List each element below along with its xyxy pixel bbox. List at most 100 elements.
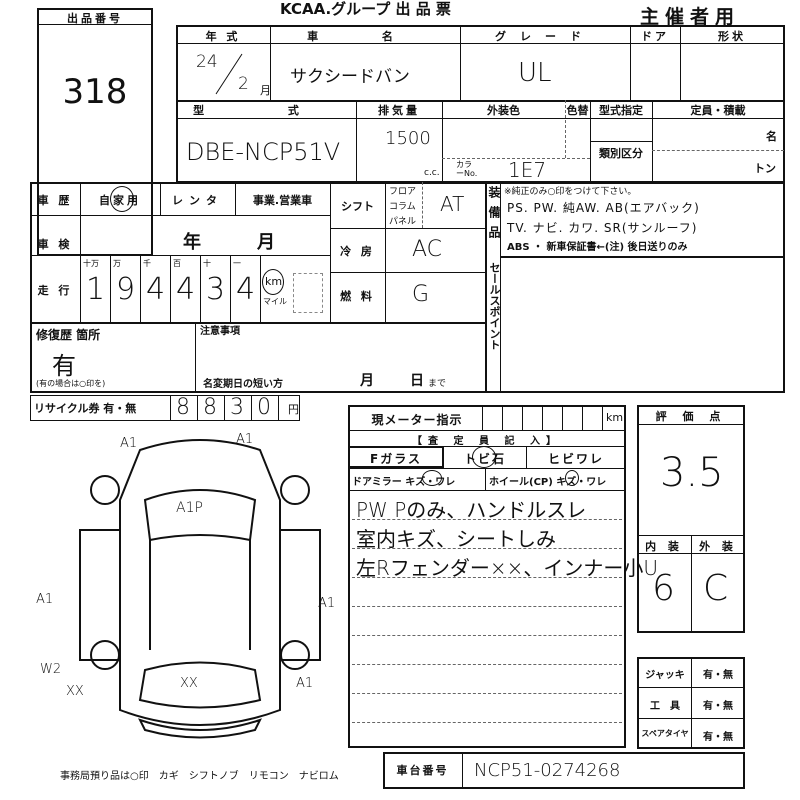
shape-label: 形状 [718,30,746,43]
crack-label: ヒビワレ [547,452,604,466]
jack-label: ジャッキ [645,670,685,681]
jack-value[interactable]: 有・無 [703,670,733,681]
remark-line-1: PW Pのみ、ハンドルスレ [356,498,587,522]
mileage-digit-label: 十 [203,259,211,268]
slash-divider [215,53,243,95]
form-title: KCAA.グループ 出 品 票 [280,0,451,18]
mileage-digit: 4 [236,272,256,307]
footer-note: 事務局預り品は○印 カギ シフトノブ リモコン ナビロム [60,771,339,782]
mileage-digit: 1 [86,272,106,307]
recycle-unit: 円 [288,403,299,416]
damage-mark: A1 [236,432,254,447]
score-label: 評 価 点 [655,410,727,423]
model-label: 型 式 [193,104,339,117]
sale-point-label: セールスポイント [488,262,501,350]
organizer-label: 主催者用 [640,6,741,28]
inspection-year-unit: 年 [183,232,201,253]
fglass-cell [348,446,444,468]
capacity-label: 定員・積載 [690,104,746,117]
persons-unit: 名 [766,130,777,143]
meter-label: 現メーター指示 [371,413,463,427]
lot-number: 318 [62,72,128,112]
displacement-label: 排気量 [378,104,420,117]
shift-panel: パネル [389,217,417,227]
mileage-extra-box [293,273,323,313]
interior-score: 6 [652,568,675,609]
chip-circle [472,446,496,468]
exterior-score: C [703,568,729,609]
exterior-label: 外 装 [699,540,737,553]
fglass-label: Fガラス [370,452,422,466]
fuel-value: G [412,282,430,307]
ac-label: 冷 房 [340,245,375,258]
equipment-line-2: TV. ナビ. カワ. SR(サンルーフ) [507,221,698,235]
damage-mark: A1 [296,676,314,691]
mileage-label: 走 行 [37,284,73,297]
damage-mark: A1 [318,596,336,611]
shift-column: コラム [389,202,416,212]
recycle-label: リサイクル券 有・無 [34,402,137,415]
chassis-number: NCP51-0274268 [474,760,621,781]
shift-floor: フロア [389,187,417,197]
meter-unit: km [606,411,624,424]
damage-mark: A1P [176,500,203,516]
color-no-label: カラーNo. [456,160,478,178]
model-value: DBE-NCP51V [186,138,341,166]
km-unit: km [265,275,283,288]
score-value: 3.5 [660,450,724,496]
mileage-digit-label: 百 [173,259,181,268]
tons-unit: トン [754,162,776,175]
recycle-digit: 3 [230,395,244,420]
mileage-digit: 3 [206,272,226,307]
lot-label: 出品番号 [67,12,123,25]
mileage-digit: 9 [116,272,136,307]
type-designation-label: 型式指定 [599,104,643,117]
damage-mark: A1 [120,436,138,451]
cc-unit: c.c. [424,168,440,178]
interior-label: 内 装 [645,540,683,553]
inspector-box [348,405,626,748]
notes-month: 月 [360,373,374,389]
damage-mark: W2 [40,662,62,677]
category-label: 類別区分 [599,147,643,160]
history-option-business: 事業.営業車 [252,194,313,207]
color-no-value: 1E7 [508,158,547,182]
grade-label: グレード [495,30,595,43]
mileage-digit-label: 万 [113,259,121,268]
mile-unit: マイル [263,297,287,306]
repair-note: (有の場合は○印を) [36,379,106,388]
inspection-month-unit: 月 [257,232,275,253]
color-change-label: 色替 [566,104,589,117]
history-label: 車 歴 [37,194,73,207]
notes-label: 注意事項 [200,326,240,337]
spare-tire-label: スペアタイヤ [641,729,689,738]
inspector-label: 【査 定 員 記 入】 [412,436,562,447]
equipment-line-3: ABS ・ 新車保証書←(注) 後日送りのみ [507,242,688,253]
equipment-label: 装備品 [487,186,501,246]
remark-line-2: 室内キズ、シートしみ [356,527,556,551]
displacement-value: 1500 [385,128,431,149]
shift-value: AT [440,192,465,216]
recycle-row [30,395,300,421]
year-value: 24 [196,52,218,72]
chassis-box [383,752,745,789]
chassis-label: 車台番号 [396,764,449,777]
equipment-line-1: PS. PW. 純AW. AB(エアバック) [507,201,700,215]
month-value: 2 [238,74,249,94]
condition-table [30,182,785,393]
spare-tire-value[interactable]: 有・無 [703,732,733,743]
damage-mark: XX [180,676,198,691]
year-label: 年 式 [205,30,241,43]
recycle-digit: 8 [176,395,190,420]
ac-value: AC [412,237,443,262]
mileage-digit: 4 [146,272,166,307]
mileage-digit: 4 [176,272,196,307]
damage-mark: XX [66,684,84,699]
wheel-circle [565,470,579,486]
door-label: ドア [641,30,669,43]
name-change-label: 名変期日の短い方 [203,379,283,390]
mirror-circle [422,470,442,486]
tools-value[interactable]: 有・無 [703,701,733,712]
month-unit: 月 [260,84,271,97]
car-name: サクシードバン [290,67,410,87]
